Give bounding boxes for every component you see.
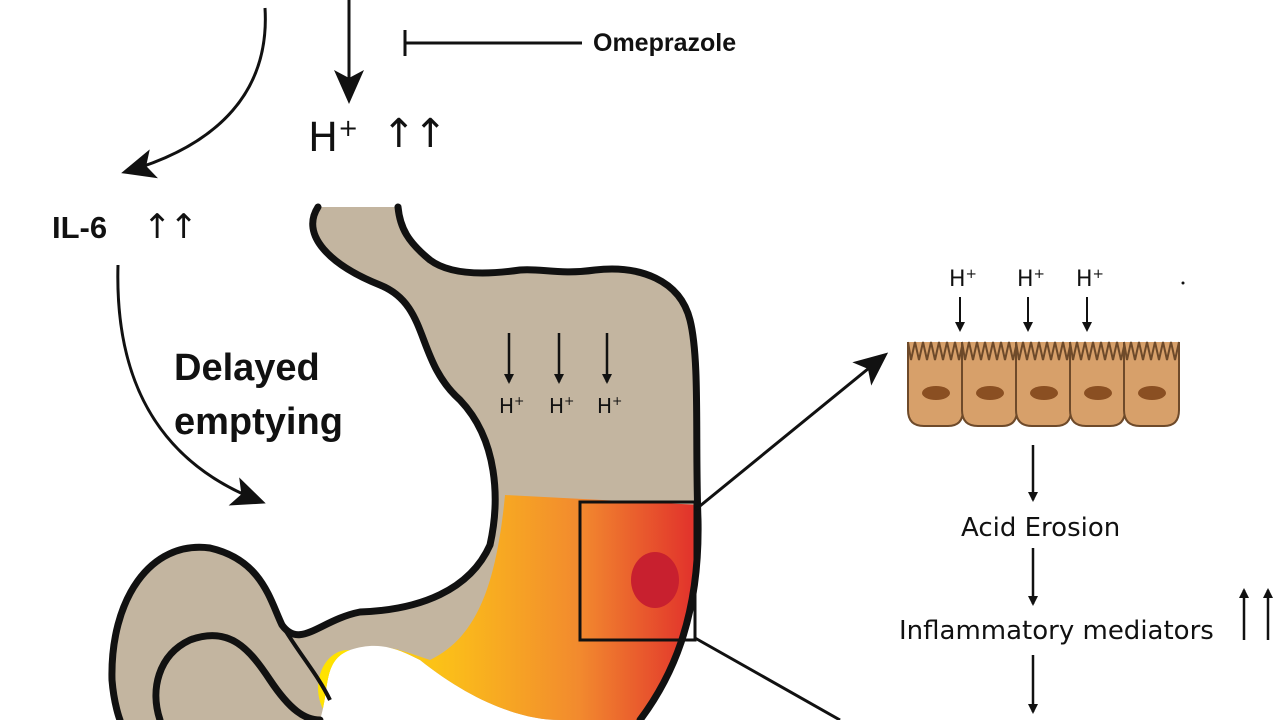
zoom-box [578,500,697,642]
ulcer-spot [631,552,679,608]
delayed-emptying-line1: Delayed [174,347,320,389]
cell-h-plus-3: H+ [1076,265,1104,292]
acid-erosion-label: Acid Erosion [961,513,1121,543]
curved-arrow-to-il6 [121,7,267,179]
h-plus-top-label: H+ [308,115,358,161]
stomach-h-plus-2: H+ [549,392,575,418]
omeprazole-label: Omeprazole [593,29,737,57]
duodenum-inner-wall [280,623,332,701]
stomach-h-plus-3: H+ [597,392,623,418]
cell-h-plus-2: H+ [1017,265,1045,292]
cell-5 [1123,341,1180,427]
epithelial-cells [907,341,1180,427]
stomach-h-plus-1: H+ [499,392,525,418]
delayed-emptying-line2: emptying [174,401,343,443]
il6-increase-arrows: ↑↑ [143,207,198,247]
inflammatory-mediators-label: Inflammatory mediators [899,616,1214,646]
small-dot [1181,281,1185,285]
cell-h-plus-1: H+ [949,265,977,292]
zoom-arrow-to-cells [694,352,889,512]
cell-2 [961,341,1018,427]
curved-arrow-delayed-emptying [116,264,266,506]
il6-label: IL-6 [52,210,108,245]
stomach-outline [108,203,702,720]
h-plus-increase-arrows: ↑↑ [382,111,447,157]
cell-1 [907,341,964,427]
plus-symbol: + [338,113,359,142]
cell-4 [1069,341,1126,427]
h-symbol: H [308,115,339,161]
zoom-line-lower [694,636,841,720]
cell-3 [1015,341,1072,427]
